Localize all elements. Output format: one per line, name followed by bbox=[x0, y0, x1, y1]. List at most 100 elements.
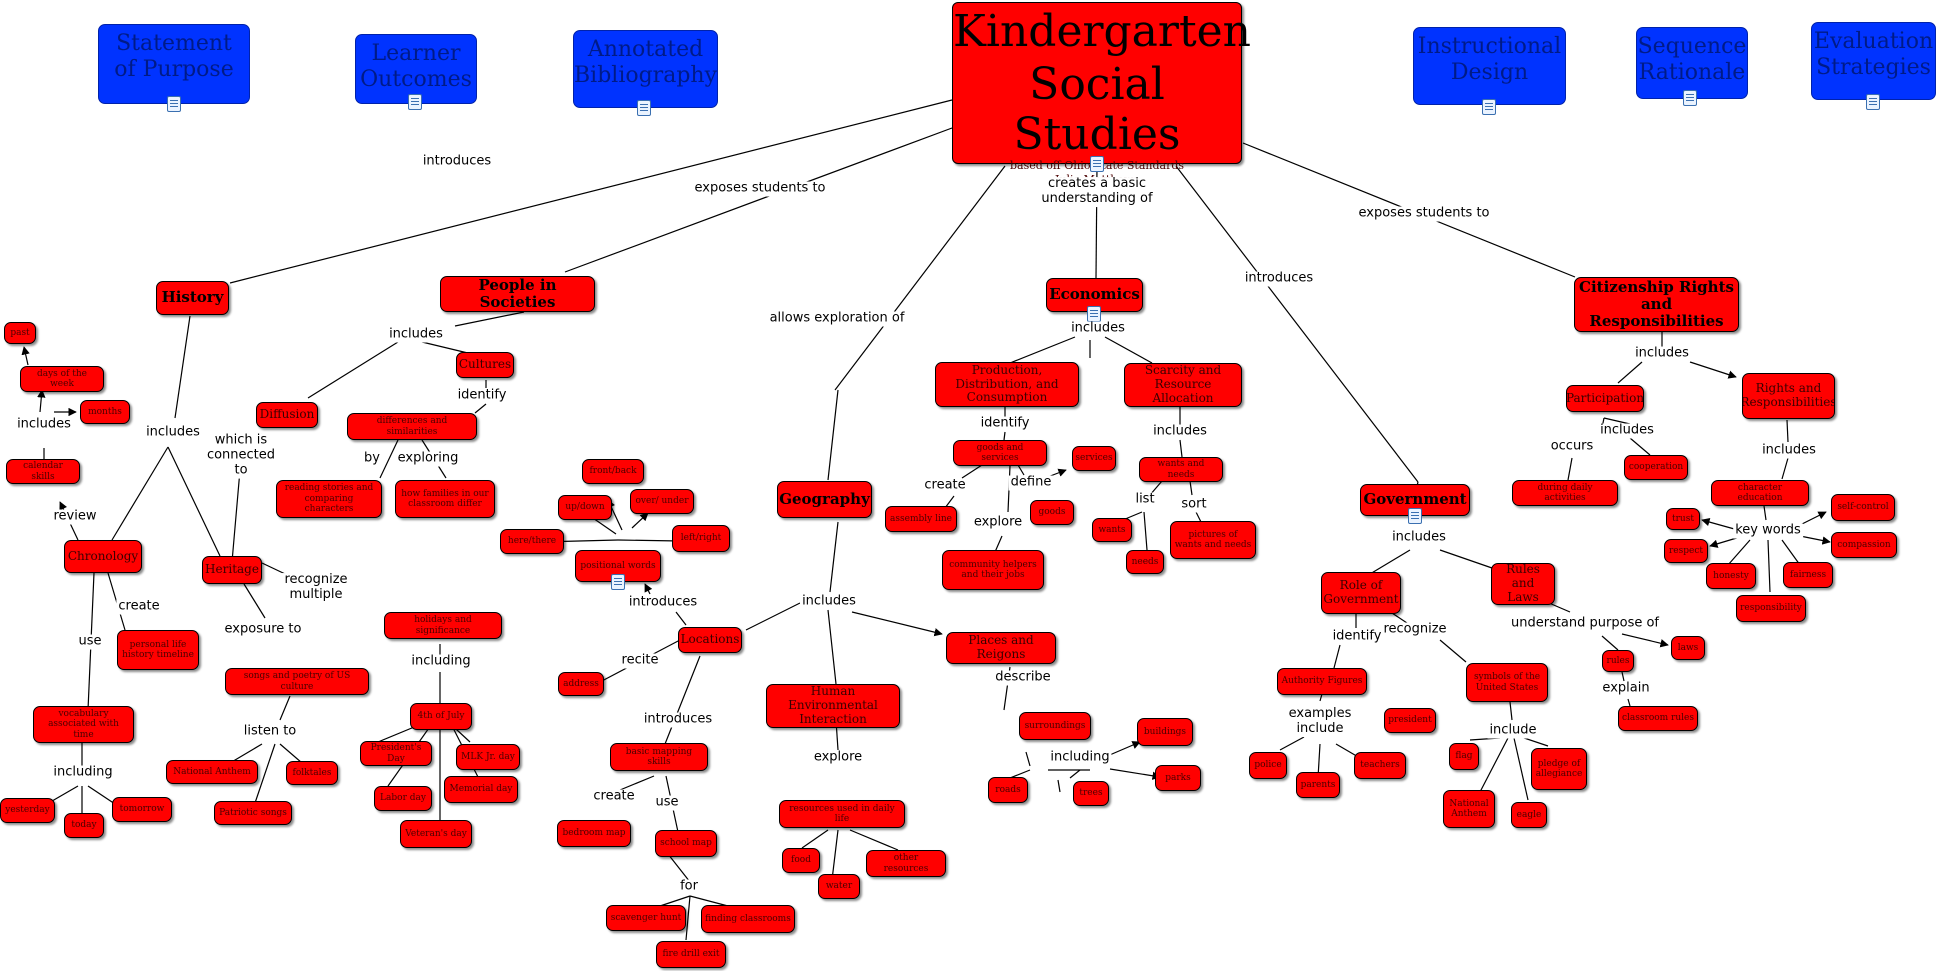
node-pictures-wants-needs[interactable]: pictures of wants and needs bbox=[1170, 521, 1256, 559]
node-services[interactable]: services bbox=[1072, 446, 1116, 471]
node-rules[interactable]: rules bbox=[1602, 650, 1634, 672]
document-icon[interactable] bbox=[637, 100, 651, 116]
node-daily-activities[interactable]: during daily activities bbox=[1512, 480, 1618, 506]
node-over-under[interactable]: over/ under bbox=[630, 489, 694, 514]
node-memorial-day[interactable]: Memorial day bbox=[444, 776, 518, 803]
node-heritage[interactable]: Heritage bbox=[202, 556, 262, 584]
node-days-of-week[interactable]: days of the week bbox=[20, 366, 104, 392]
document-icon[interactable] bbox=[1683, 90, 1697, 106]
document-icon[interactable] bbox=[1090, 156, 1104, 172]
node-tomorrow[interactable]: tomorrow bbox=[112, 797, 172, 822]
node-parks[interactable]: parks bbox=[1155, 765, 1201, 791]
node-roads[interactable]: roads bbox=[988, 777, 1028, 803]
node-laws[interactable]: laws bbox=[1671, 636, 1705, 660]
node-needs[interactable]: needs bbox=[1126, 550, 1164, 574]
node-responsibility[interactable]: responsibility bbox=[1736, 595, 1806, 622]
document-icon[interactable] bbox=[1482, 99, 1496, 115]
node-personal-timeline[interactable]: personal life history timeline bbox=[117, 630, 199, 670]
node-character-education[interactable]: character education bbox=[1711, 480, 1809, 506]
link-instructional-design[interactable]: Instructional Design bbox=[1413, 27, 1566, 105]
document-icon[interactable] bbox=[408, 94, 422, 110]
node-role-of-government[interactable]: Role of Government bbox=[1321, 572, 1401, 614]
node-goods-services[interactable]: goods and services bbox=[953, 440, 1047, 466]
link-statement-of-purpose[interactable]: Statement of Purpose bbox=[98, 24, 250, 104]
node-mlk-day[interactable]: MLK Jr. day bbox=[456, 744, 520, 770]
node-history[interactable]: History bbox=[156, 281, 229, 315]
node-how-families-differ[interactable]: how families in our classroom differ bbox=[395, 480, 495, 518]
node-past[interactable]: past bbox=[4, 322, 36, 344]
node-wants[interactable]: wants bbox=[1092, 518, 1132, 542]
node-food[interactable]: food bbox=[782, 848, 820, 873]
node-school-map[interactable]: school map bbox=[655, 830, 717, 857]
node-teachers[interactable]: teachers bbox=[1354, 752, 1406, 779]
node-president[interactable]: president bbox=[1384, 708, 1436, 733]
document-icon[interactable] bbox=[1866, 94, 1880, 110]
node-differences-similarities[interactable]: differences and similarities bbox=[347, 413, 477, 440]
node-other-resources[interactable]: other resources bbox=[866, 850, 946, 877]
link-annotated-bibliography[interactable]: Annotated Bibliography bbox=[573, 30, 718, 108]
node-today[interactable]: today bbox=[64, 813, 104, 838]
node-up-down[interactable]: up/down bbox=[558, 495, 612, 520]
document-icon[interactable] bbox=[611, 574, 625, 590]
node-cultures[interactable]: Cultures bbox=[456, 352, 514, 378]
node-reading-stories[interactable]: reading stories and comparing characters bbox=[276, 480, 382, 518]
node-basic-mapping[interactable]: basic mapping skills bbox=[610, 743, 708, 771]
node-chronology[interactable]: Chronology bbox=[64, 540, 142, 573]
node-time-vocabulary[interactable]: vocabulary associated with time bbox=[33, 706, 134, 743]
node-calendar-skills[interactable]: calendar skills bbox=[6, 459, 80, 484]
node-holidays[interactable]: holidays and significance bbox=[384, 612, 502, 639]
node-labor-day[interactable]: Labor day bbox=[374, 786, 432, 811]
node-address[interactable]: address bbox=[558, 672, 604, 696]
node-assembly-line[interactable]: assembly line bbox=[885, 506, 957, 532]
node-yesterday[interactable]: yesterday bbox=[0, 798, 55, 823]
node-scarcity[interactable]: Scarcity and Resource Allocation bbox=[1124, 363, 1242, 407]
node-human-environment[interactable]: Human Environmental Interaction bbox=[766, 684, 900, 728]
document-icon[interactable] bbox=[1087, 306, 1101, 322]
link-evaluation-strategies[interactable]: Evaluation Strategies bbox=[1811, 22, 1936, 100]
node-finding-classrooms[interactable]: finding classrooms bbox=[701, 905, 795, 933]
node-water[interactable]: water bbox=[818, 874, 860, 899]
node-parents[interactable]: parents bbox=[1296, 772, 1340, 798]
node-classroom-rules[interactable]: classroom rules bbox=[1618, 706, 1698, 731]
node-national-anthem-symbol[interactable]: National Anthem bbox=[1443, 790, 1495, 828]
node-wants-needs[interactable]: wants and needs bbox=[1139, 457, 1223, 482]
node-community-helpers[interactable]: community helpers and their jobs bbox=[942, 550, 1044, 590]
node-left-right[interactable]: left/right bbox=[672, 525, 730, 552]
link-learner-outcomes[interactable]: Learner Outcomes bbox=[355, 34, 477, 104]
node-trust[interactable]: trust bbox=[1666, 508, 1700, 530]
node-self-control[interactable]: self-control bbox=[1831, 494, 1895, 521]
node-scavenger-hunt[interactable]: scavenger hunt bbox=[606, 905, 686, 931]
node-cooperation[interactable]: cooperation bbox=[1624, 455, 1688, 480]
node-goods[interactable]: goods bbox=[1030, 500, 1074, 525]
node-front-back[interactable]: front/back bbox=[582, 459, 644, 484]
node-places-regions[interactable]: Places and Reigons bbox=[946, 632, 1056, 664]
node-police[interactable]: police bbox=[1249, 752, 1287, 779]
node-geography[interactable]: Geography bbox=[777, 481, 872, 518]
node-fairness[interactable]: fairness bbox=[1783, 562, 1833, 588]
node-4th-of-july[interactable]: 4th of July bbox=[410, 703, 472, 730]
document-icon[interactable] bbox=[1408, 508, 1422, 524]
node-economics[interactable]: Economics bbox=[1046, 278, 1143, 312]
node-presidents-day[interactable]: President's Day bbox=[360, 741, 432, 766]
node-production[interactable]: Production, Distribution, and Consumptio… bbox=[935, 362, 1079, 407]
node-honesty[interactable]: honesty bbox=[1706, 563, 1756, 589]
node-songs-poetry[interactable]: songs and poetry of US culture bbox=[225, 668, 369, 695]
node-compassion[interactable]: compassion bbox=[1831, 532, 1897, 558]
node-national-anthem[interactable]: National Anthem bbox=[166, 760, 258, 784]
node-bedroom-map[interactable]: bedroom map bbox=[557, 820, 631, 847]
node-pledge[interactable]: pledge of allegiance bbox=[1531, 748, 1587, 790]
node-respect[interactable]: respect bbox=[1664, 539, 1708, 563]
node-participation[interactable]: Participation bbox=[1566, 385, 1644, 412]
node-citizenship[interactable]: Citizenship Rights and Responsibilities bbox=[1574, 277, 1739, 332]
node-locations[interactable]: Locations bbox=[678, 627, 742, 653]
node-eagle[interactable]: eagle bbox=[1511, 802, 1547, 828]
node-veterans-day[interactable]: Veteran's day bbox=[400, 820, 472, 848]
node-flag[interactable]: flag bbox=[1449, 743, 1479, 770]
node-people-in-societies[interactable]: People in Societies bbox=[440, 276, 595, 312]
node-rights-responsibilities[interactable]: Rights and Responsibilities bbox=[1742, 373, 1835, 419]
node-symbols-us[interactable]: symbols of the United States bbox=[1466, 663, 1548, 702]
node-rules-laws[interactable]: Rules and Laws bbox=[1491, 563, 1555, 605]
link-sequence-rationale[interactable]: Sequence Rationale bbox=[1636, 27, 1748, 99]
node-authority-figures[interactable]: Authority Figures bbox=[1277, 668, 1367, 695]
node-months[interactable]: months bbox=[80, 400, 130, 424]
